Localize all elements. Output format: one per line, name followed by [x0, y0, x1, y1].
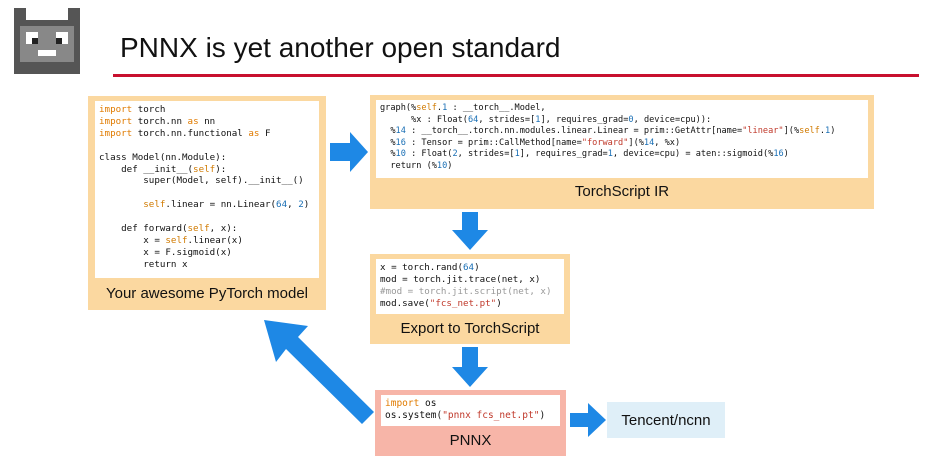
export-caption: Export to TorchScript: [400, 320, 540, 337]
code-line: super(Model, self).__init__(): [99, 175, 304, 187]
code-line: self.linear = nn.Linear(64, 2): [143, 199, 310, 211]
code-line: %16 : Tensor = prim::CallMethod[name="fo…: [380, 137, 681, 148]
code-line: #mod = torch.jit.script(net, x): [380, 286, 552, 298]
arrow-right-to-ncnn-icon: [570, 403, 606, 437]
pnnx-caption: PNNX: [449, 432, 492, 449]
export-code-block: x = torch.rand(64)mod = torch.jit.trace(…: [376, 259, 564, 314]
arrow-back-to-model-icon: [264, 320, 374, 424]
code-line: mod.save("fcs_net.pt"): [380, 298, 502, 310]
code-line: return (%10): [380, 160, 453, 171]
code-line: return x: [99, 258, 188, 270]
code-line: [99, 187, 315, 199]
code-line: %10 : Float(2, strides=[1], requires_gra…: [380, 149, 789, 160]
pixel-cat-logo-icon: [14, 8, 80, 74]
code-line: [99, 211, 315, 223]
code-line: %14 : __torch__.torch.nn.modules.linear.…: [380, 126, 836, 137]
code-line: x = torch.rand(64): [380, 262, 480, 273]
code-line: def forward(self, x):: [99, 223, 238, 235]
code-line: [99, 140, 315, 152]
code-line: class Model(nn.Module):: [99, 151, 227, 163]
code-line: mod = torch.jit.trace(net, x): [380, 274, 541, 286]
code-line: def __init__(self):: [99, 163, 227, 175]
code-line: import torch.nn as nn: [99, 115, 216, 127]
torchscript-ir-box: graph(%self.1 : __torch__.Model, %x : Fl…: [370, 95, 874, 209]
arrow-down-to-export-icon: [452, 212, 488, 250]
pytorch-model-caption: Your awesome PyTorch model: [105, 285, 309, 302]
code-line: import torch: [99, 104, 166, 115]
title-divider: [113, 74, 919, 77]
arrow-right-to-ir-icon: [330, 132, 368, 172]
code-line: graph(%self.1 : __torch__.Model,: [380, 103, 546, 113]
ncnn-label: Tencent/ncnn: [621, 411, 711, 429]
code-line: %x : Float(64, strides=[1], requires_gra…: [380, 114, 712, 125]
code-line: import torch.nn.functional as F: [99, 127, 271, 139]
torchscript-ir-caption: TorchScript IR: [574, 183, 670, 200]
code-line: x = self.linear(x): [99, 234, 243, 246]
ncnn-box: Tencent/ncnn: [607, 402, 725, 438]
page-title: PNNX is yet another open standard: [120, 32, 561, 63]
code-line: os.system("pnnx fcs_net.pt"): [385, 410, 546, 422]
code-line: x = F.sigmoid(x): [99, 246, 232, 258]
arrow-down-to-pnnx-icon: [452, 347, 488, 387]
export-torchscript-box: x = torch.rand(64)mod = torch.jit.trace(…: [370, 254, 570, 344]
torchscript-ir-code-block: graph(%self.1 : __torch__.Model, %x : Fl…: [376, 100, 868, 178]
code-line: import os: [385, 398, 437, 409]
